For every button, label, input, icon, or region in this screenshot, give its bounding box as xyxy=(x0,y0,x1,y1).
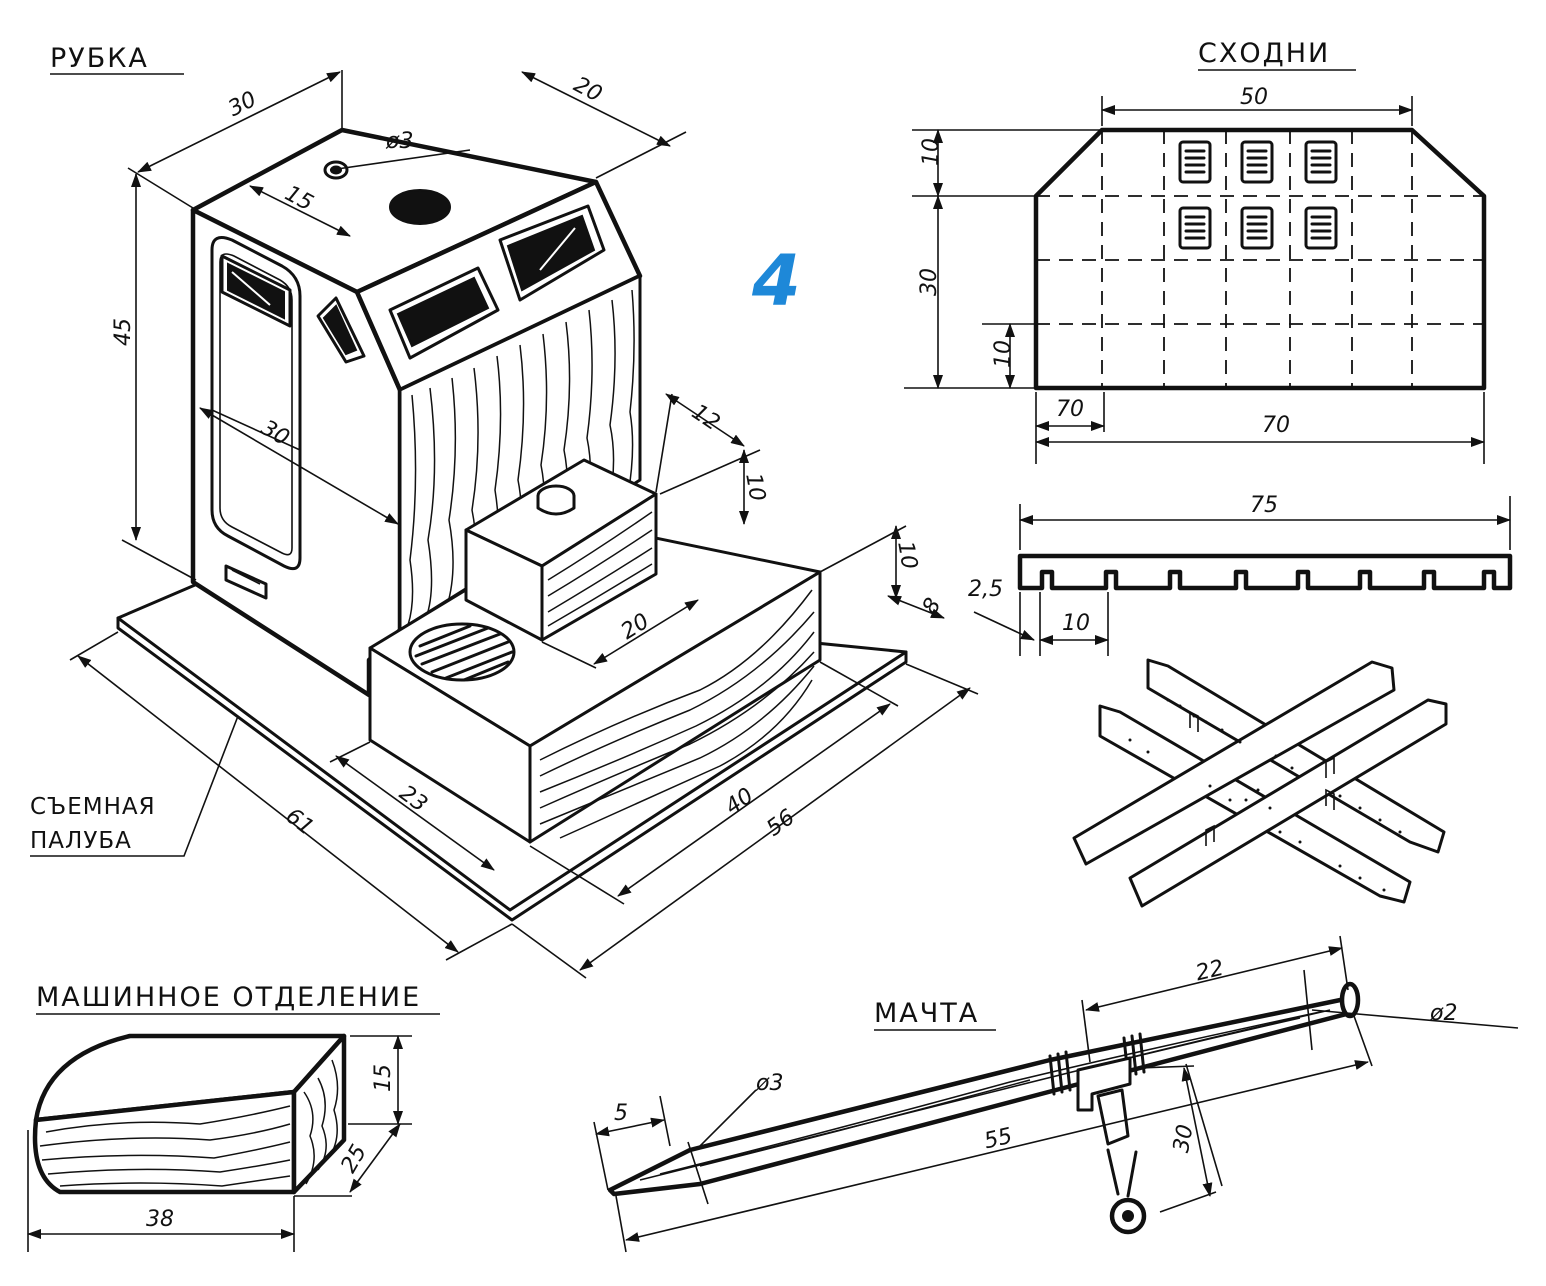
dim-rubka-height: 45 xyxy=(111,318,136,346)
dim-deck-width: 56 xyxy=(762,805,799,842)
dim-machta-length: 55 xyxy=(982,1124,1015,1155)
lattice-slots xyxy=(1178,140,1338,250)
dim-mashinnoe-depth: 25 xyxy=(336,1141,372,1178)
dim-skhodni-side-step: 70 xyxy=(1056,397,1084,422)
dim-block-length: 40 xyxy=(721,783,758,820)
dim-box-height: 10 xyxy=(740,471,769,503)
machta-dimensions: 5 ø3 55 22 ø2 30 xyxy=(593,935,1519,1253)
figure-number: 4 xyxy=(751,240,801,322)
deck-label-line2: ПАЛУБА xyxy=(30,828,132,854)
dim-machta-yard-height: 30 xyxy=(1169,1123,1198,1155)
rubka-view: РУБКА xyxy=(30,43,979,979)
block-pulley-icon xyxy=(1076,1056,1147,1235)
skhodni-view: СХОДНИ 50 xyxy=(904,38,1487,464)
dim-machta-top-part: 22 xyxy=(1193,956,1226,987)
dim-step: 8 xyxy=(918,594,947,619)
dim-rail-notch-pitch: 10 xyxy=(1062,611,1090,636)
skhodni-dimensions: 50 10 30 10 70 70 xyxy=(904,85,1485,464)
machta-title: МАЧТА xyxy=(874,998,979,1029)
dim-rubka-hole: ø3 xyxy=(385,129,413,154)
grating-speckle xyxy=(1128,698,1402,892)
lattice-grating-icon xyxy=(1072,658,1448,908)
front-windows xyxy=(388,204,606,360)
rubka-title: РУБКА xyxy=(50,43,149,74)
dim-skhodni-height: 30 xyxy=(917,268,942,296)
dim-box-depth: 12 xyxy=(687,400,724,436)
dim-rail-length: 75 xyxy=(1250,493,1278,518)
dim-rubka-top-depth: 20 xyxy=(569,72,605,107)
dim-skhodni-chamfer: 10 xyxy=(919,138,944,166)
dim-skhodni-bottom-width: 70 xyxy=(1262,413,1290,438)
dim-rubka-top-width: 30 xyxy=(224,87,260,122)
deck-dimensions: 61 56 40 23 20 12 10 10 8 xyxy=(69,393,979,979)
dim-mashinnoe-height: 15 xyxy=(371,1064,396,1092)
deck-label: СЪЕМНАЯ ПАЛУБА xyxy=(30,715,239,857)
rail-view: 75 2,5 10 xyxy=(968,493,1513,656)
dim-machta-top-dia: ø2 xyxy=(1429,1001,1457,1026)
dim-machta-tip: 5 xyxy=(614,1101,628,1126)
deck-label-line1: СЪЕМНАЯ xyxy=(30,794,156,820)
dim-machta-tip-dia: ø3 xyxy=(755,1071,783,1096)
machta-view: МАЧТА 5 xyxy=(593,935,1519,1253)
vent-grille-icon xyxy=(408,622,516,682)
skhodni-title: СХОДНИ xyxy=(1198,38,1330,69)
box-wood-grain xyxy=(547,511,653,627)
mashinnoe-title: МАШИННОЕ ОТДЕЛЕНИЕ xyxy=(36,982,421,1013)
engine-wood-grain xyxy=(39,1059,339,1187)
porthole-icon xyxy=(220,254,292,328)
mashinnoe-view: МАШИННОЕ ОТДЕЛЕНИЕ 15 25 38 xyxy=(27,982,440,1252)
dim-rail-notch-depth: 2,5 xyxy=(968,577,1003,602)
dim-block-height: 10 xyxy=(892,539,921,571)
dim-skhodni-top-width: 50 xyxy=(1240,85,1268,110)
dim-deck-length: 61 xyxy=(281,804,318,841)
dim-mashinnoe-length: 38 xyxy=(146,1207,174,1232)
dim-skhodni-bottom-row: 10 xyxy=(991,340,1016,368)
